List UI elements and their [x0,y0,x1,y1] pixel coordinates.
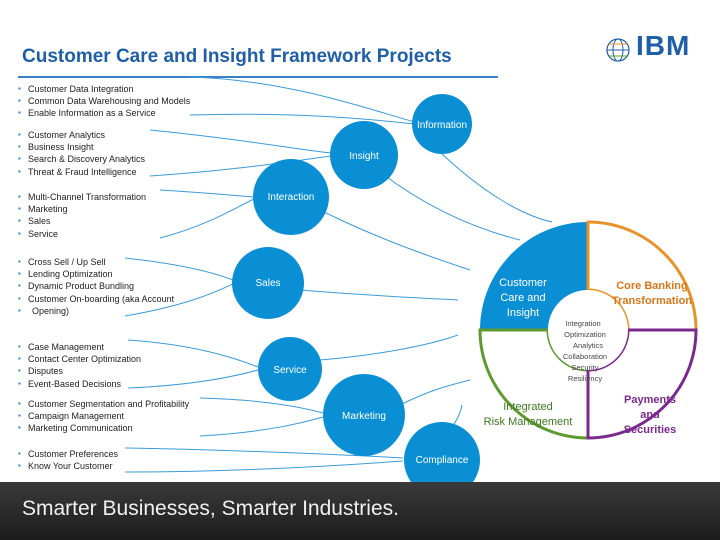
hub-center [548,290,628,370]
connector-lines [124,76,553,473]
bullet-group-compliance: Customer Preferences Know Your Customer [18,448,118,473]
circle-compliance [404,422,480,498]
connector-marketing-2 [199,416,324,437]
list-item: Multi-Channel Transformation [18,191,146,203]
quadrant-customer-care [480,222,588,330]
connector-sales [124,257,234,281]
quadrant-risk-label-1: Integrated [503,401,553,413]
hub-ring [478,220,698,440]
bullet-group-sales: Cross Sell / Up Sell Lending Optimizatio… [18,256,174,317]
list-item: Marketing [18,203,146,215]
circle-insight [330,121,398,189]
list-item: Common Data Warehousing and Models [18,95,190,107]
center-line: Optimization [564,330,606,339]
list-item: Contact Center Optimization [18,353,141,365]
link-information-hub [439,151,553,223]
quadrant-customer-care-label-3: Insight [507,307,539,319]
list-item: Customer Analytics [18,129,145,141]
list-item: Know Your Customer [18,460,118,472]
circle-marketing-label: Marketing [342,411,386,422]
connector-interaction [159,189,255,198]
circle-interaction [253,159,329,235]
list-item: Business Insight [18,141,145,153]
link-sales-hub [299,289,459,301]
list-item: Customer Segmentation and Profitability [18,398,189,410]
circle-sales [232,247,304,319]
quadrant-payments-label-1: Payments [624,394,676,406]
circle-service [258,337,322,401]
footer-bar: Smarter Businesses, Smarter Industries. [0,482,720,540]
link-service-hub [319,334,459,361]
connector-service-2 [127,369,259,389]
connector-information-2 [189,113,416,125]
center-line: Collaboration [563,352,607,361]
list-item: Enable Information as a Service [18,107,190,119]
bullet-group-insight: Customer Analytics Business Insight Sear… [18,129,145,178]
list-item: Customer Data Integration [18,83,190,95]
link-marketing-hub [399,379,471,406]
link-insight-hub [379,171,521,241]
connector-marketing [199,397,324,414]
quadrant-core-banking-label-1: Core Banking [616,280,688,292]
list-item: Threat & Fraud Intelligence [18,166,145,178]
topic-circles [232,94,480,498]
center-line: Analytics [573,341,603,350]
circle-service-label: Service [273,365,307,376]
center-line: Resiliency [568,374,602,383]
connector-insight [149,129,332,154]
circle-insight-label: Insight [349,151,379,162]
circle-marketing [323,374,405,456]
quadrant-customer-care-label-2: Care and [500,292,545,304]
ibm-logo: IBM [636,30,691,61]
quadrant-payments-label-2: and [640,409,660,421]
quadrant-core-banking-label-2: Transformation [612,295,692,307]
circle-compliance-label: Compliance [416,455,469,466]
quadrant-payments-label-3: Securities [624,424,677,436]
link-interaction-hub [319,209,471,271]
connector-compliance-2 [124,460,404,473]
list-item-continuation: Opening) [18,305,174,317]
circle-information [412,94,472,154]
list-item: Cross Sell / Up Sell [18,256,174,268]
list-item: Campaign Management [18,410,189,422]
list-item: Lending Optimization [18,268,174,280]
connector-interaction-2 [159,198,255,239]
connector-insight-2 [149,155,332,177]
list-item: Disputes [18,365,141,377]
list-item: Customer Preferences [18,448,118,460]
list-item: Customer On-boarding (aka Account [18,293,174,305]
page-title: Customer Care and Insight Framework Proj… [22,46,452,67]
center-line: Security [571,363,598,372]
bullet-group-information: Customer Data Integration Common Data Wa… [18,83,190,120]
connector-information [189,76,416,123]
connector-compliance [124,447,404,459]
list-item: Dynamic Product Bundling [18,280,174,292]
bullet-group-marketing: Customer Segmentation and Profitability … [18,398,189,435]
footer-tagline: Smarter Businesses, Smarter Industries. [22,497,399,520]
list-item: Service [18,228,146,240]
center-line: Integration [565,319,600,328]
list-item: Marketing Communication [18,422,189,434]
list-item: Event-Based Decisions [18,378,141,390]
bullet-group-service: Case Management Contact Center Optimizat… [18,341,141,390]
list-item: Case Management [18,341,141,353]
list-item: Search & Discovery Analytics [18,153,145,165]
title-underline [18,76,498,78]
quadrant-customer-care-label-1: Customer [499,277,547,289]
bullet-group-interaction: Multi-Channel Transformation Marketing S… [18,191,146,240]
list-item: Sales [18,215,146,227]
connector-sales-2 [124,283,234,317]
connector-service [127,339,259,368]
globe-icon [606,38,630,62]
circle-information-label: Information [417,120,467,131]
quadrant-risk-label-2: Risk Management [484,416,573,428]
circle-interaction-label: Interaction [268,192,315,203]
circle-sales-label: Sales [255,278,280,289]
